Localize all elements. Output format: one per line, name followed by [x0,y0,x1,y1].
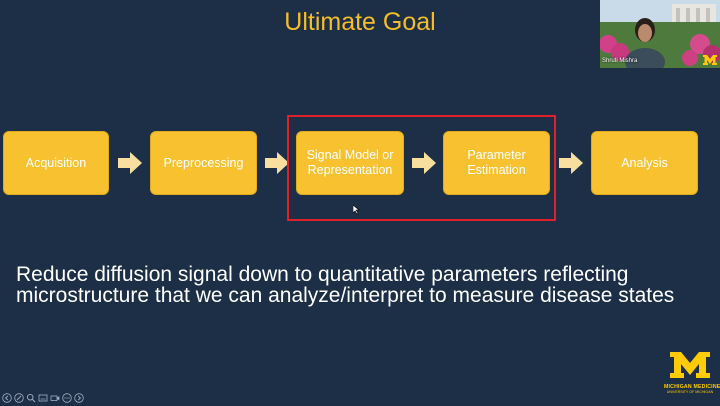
webcam-feed [600,0,720,68]
arrow-right-icon [412,152,436,174]
arrow-right-icon [559,152,583,174]
step-acquisition: Acquisition [3,131,109,195]
step-label: Acquisition [25,155,87,170]
arrow-right-icon[interactable] [74,392,84,403]
zoom-icon[interactable] [26,393,36,403]
participant-name: Shruti Mishra [602,58,638,64]
step-signal-model: Signal Model or Representation [296,131,404,195]
webcam-video[interactable]: Shruti Mishra [600,0,720,68]
step-label: Preprocessing [163,155,244,170]
step-label: Analysis [621,155,668,170]
logo-wordmark: MICHIGAN MEDICINE [664,384,720,390]
arrow-right-icon [265,152,289,174]
step-label: Parameter Estimation [467,148,526,177]
step-label: Signal Model or Representation [306,148,394,177]
more-icon[interactable] [62,392,72,403]
slide-body-text: Reduce diffusion signal down to quantita… [16,263,675,307]
step-parameter-estimation: Parameter Estimation [443,131,550,195]
step-preprocessing: Preprocessing [150,131,257,195]
michigan-medicine-logo: MICHIGAN MEDICINE UNIVERSITY OF MICHIGAN [664,352,720,394]
subtitles-icon[interactable] [38,393,48,403]
highlight-rectangle [287,115,556,221]
camera-icon[interactable] [50,393,60,403]
block-m-icon [670,352,710,378]
block-m-icon [703,55,717,65]
arrow-right-icon [118,152,142,174]
arrow-left-icon[interactable] [2,392,12,403]
logo-subtext: UNIVERSITY OF MICHIGAN [666,390,714,394]
mouse-cursor-icon [353,205,360,215]
step-analysis: Analysis [591,131,698,195]
pen-icon[interactable] [14,392,24,403]
presentation-toolbar [2,392,84,403]
slide-title: Ultimate Goal [284,8,436,36]
